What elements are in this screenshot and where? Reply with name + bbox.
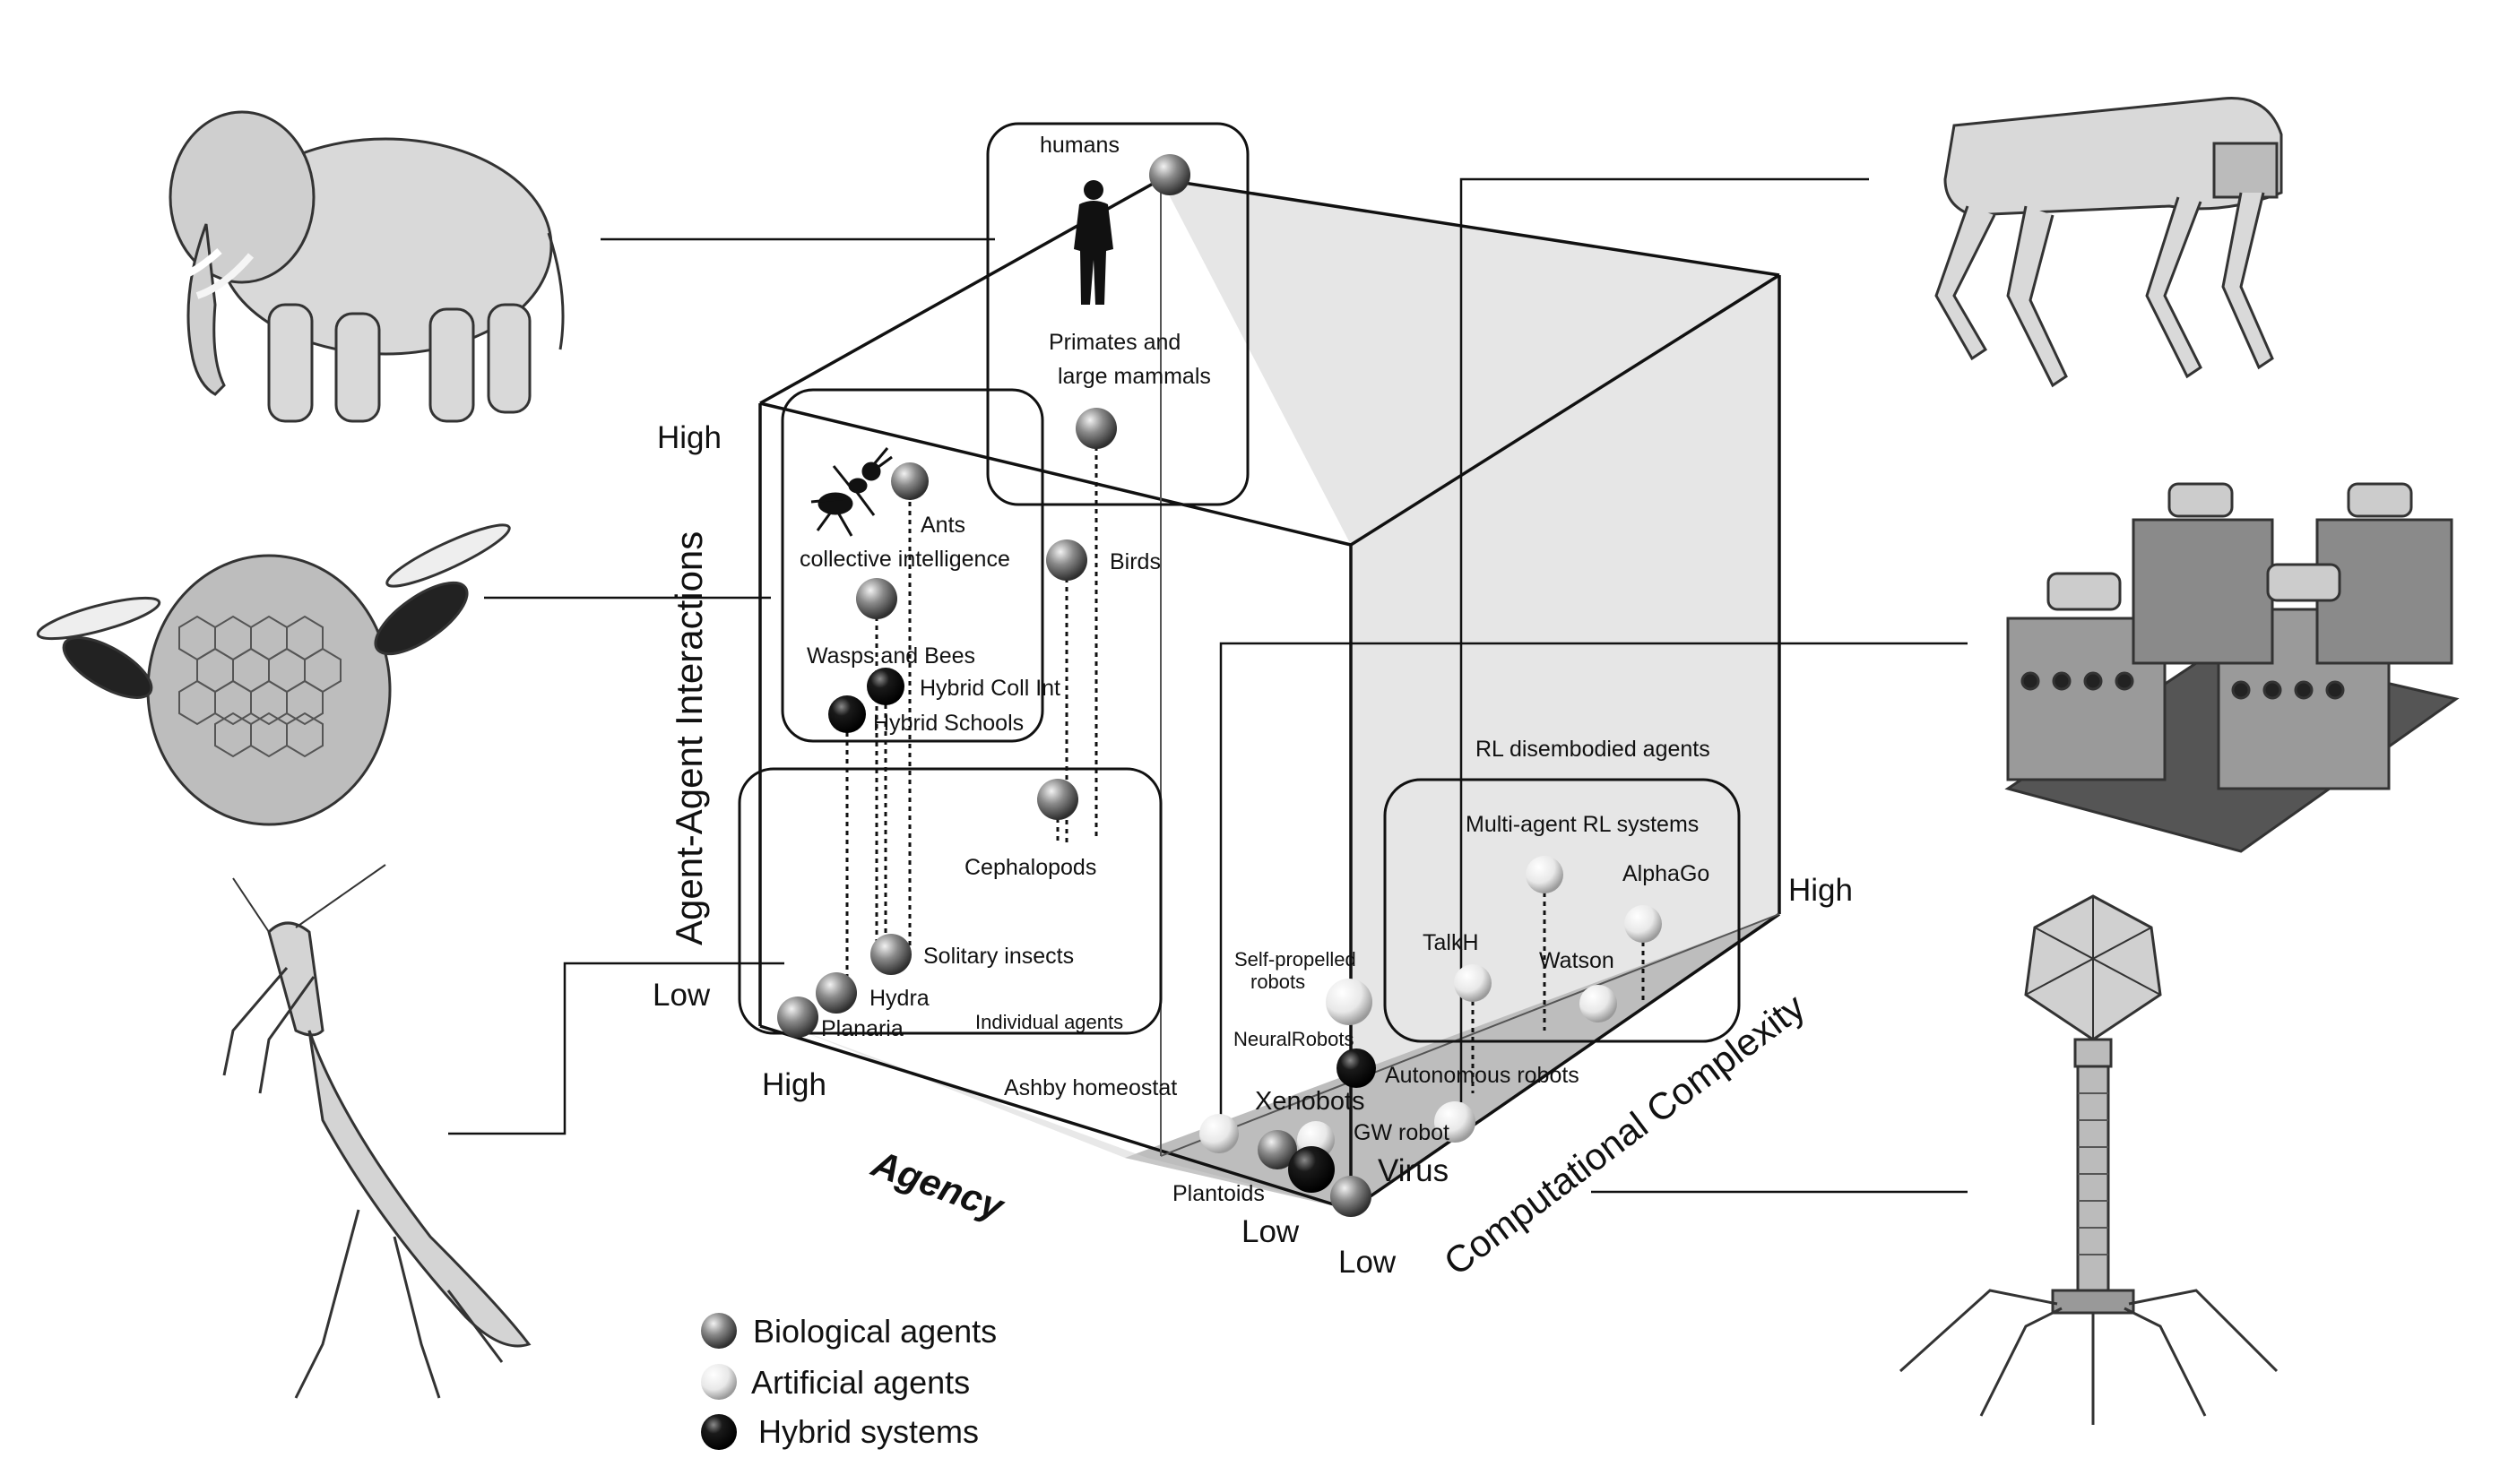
drop-lines xyxy=(845,428,1645,1093)
xenobots-sphere xyxy=(1258,1130,1297,1169)
label-ashby: Ashby homeostat xyxy=(1004,1075,1177,1100)
label-plantoids: Plantoids xyxy=(1172,1181,1265,1206)
plantoids-sphere xyxy=(1288,1146,1335,1193)
individual-agents-box xyxy=(738,767,1163,1035)
label-autonomous: Autonomous robots xyxy=(1385,1063,1579,1088)
label-hydra: Hydra xyxy=(869,986,930,1011)
elephant-illustration xyxy=(163,110,565,423)
label-neuralrobots: NeuralRobots xyxy=(1233,1028,1354,1050)
vertical-axis-title: Agent-Agent Interactions xyxy=(668,531,710,945)
talkh-sphere xyxy=(1454,964,1492,1002)
solitary-insects-sphere xyxy=(870,934,912,975)
birds-sphere xyxy=(1046,539,1087,581)
ants-sphere xyxy=(891,462,929,500)
agent-spheres xyxy=(777,154,1662,1217)
robot-dog-illustration xyxy=(1934,97,2283,388)
point-labels: humans Primates and large mammals Ants c… xyxy=(800,133,1710,1206)
lab-machines-illustration xyxy=(2004,482,2460,853)
rl-low-sphere xyxy=(1579,985,1617,1022)
wasps-nest-illustration xyxy=(36,523,511,826)
box-3d xyxy=(758,177,1781,1212)
label-self-propelled-1: Self-propelled xyxy=(1234,948,1356,971)
complexity-low-label: Low xyxy=(1338,1245,1397,1280)
label-gw-robot: GW robot xyxy=(1354,1120,1449,1145)
hydra-sphere xyxy=(816,972,857,1014)
label-individual: Individual agents xyxy=(975,1011,1123,1033)
agency-axis-title: Agency xyxy=(866,1142,1011,1229)
ashby-sphere xyxy=(1199,1114,1239,1153)
legend-art-swatch xyxy=(701,1364,737,1400)
label-multi-agent: Multi-agent RL systems xyxy=(1466,812,1699,837)
virus-sphere xyxy=(1330,1176,1371,1217)
label-humans: humans xyxy=(1040,133,1120,158)
back-wall xyxy=(1161,179,1779,1210)
vertical-high-label: High xyxy=(657,420,722,455)
label-primates-2: large mammals xyxy=(1058,364,1211,389)
label-watson: Watson xyxy=(1539,948,1614,973)
ant-icon xyxy=(810,447,893,537)
label-ants: Ants xyxy=(921,513,965,538)
label-alphago: AlphaGo xyxy=(1622,861,1709,886)
legend-hyb-swatch xyxy=(701,1414,737,1450)
watson-sphere xyxy=(1624,905,1662,943)
label-hybrid-schools: Hybrid Schools xyxy=(873,711,1024,736)
hybrid-schools-sphere xyxy=(828,695,866,733)
connector-lines xyxy=(448,177,1968,1194)
label-cephalopods: Cephalopods xyxy=(965,855,1096,880)
hybrid-coll-int-sphere xyxy=(867,668,904,705)
label-xenobots: Xenobots xyxy=(1255,1087,1365,1116)
cephalopods-sphere xyxy=(1037,779,1078,820)
legend: Biological agents Artificial agents Hybr… xyxy=(701,1313,997,1450)
human-silhouette-icon xyxy=(1074,180,1113,305)
label-primates-1: Primates and xyxy=(1049,330,1181,355)
neuralrobots-sphere xyxy=(1337,1048,1376,1088)
vertical-low-label: Low xyxy=(653,978,711,1013)
self-propelled-sphere xyxy=(1326,979,1372,1025)
mantis-illustration xyxy=(222,864,532,1399)
rl-systems-box xyxy=(1383,778,1741,1043)
humans-sphere xyxy=(1149,154,1190,195)
complexity-high-label: High xyxy=(1788,873,1853,908)
label-rl-disembodied: RL disembodied agents xyxy=(1475,737,1710,762)
label-virus: Virus xyxy=(1378,1153,1449,1188)
group-boxes xyxy=(738,122,1741,1043)
virus-illustration xyxy=(1899,894,2279,1425)
legend-bio-label: Biological agents xyxy=(753,1313,997,1350)
alphago-sphere xyxy=(1526,856,1563,893)
legend-hyb-label: Hybrid systems xyxy=(758,1413,979,1450)
planaria-sphere xyxy=(777,997,818,1038)
wasps-sphere xyxy=(856,578,897,619)
label-hybrid-coll: Hybrid Coll Int xyxy=(920,676,1060,701)
label-planaria: Planaria xyxy=(821,1016,904,1041)
agency-low-label: Low xyxy=(1241,1214,1300,1249)
label-talkh: TalkH xyxy=(1423,930,1479,955)
legend-bio-swatch xyxy=(701,1313,737,1349)
collective-intelligence-box xyxy=(781,388,1044,743)
label-wasps: Wasps and Bees xyxy=(807,643,975,669)
agency-high-label: High xyxy=(762,1067,826,1102)
gw-robot-sphere xyxy=(1434,1101,1475,1143)
humans-primates-box xyxy=(986,122,1250,506)
primates-sphere xyxy=(1076,408,1117,449)
label-solitary: Solitary insects xyxy=(923,944,1074,969)
label-birds: Birds xyxy=(1110,549,1161,574)
label-self-propelled-2: robots xyxy=(1250,971,1305,993)
label-collective: collective intelligence xyxy=(800,547,1010,572)
legend-art-label: Artificial agents xyxy=(751,1364,970,1401)
